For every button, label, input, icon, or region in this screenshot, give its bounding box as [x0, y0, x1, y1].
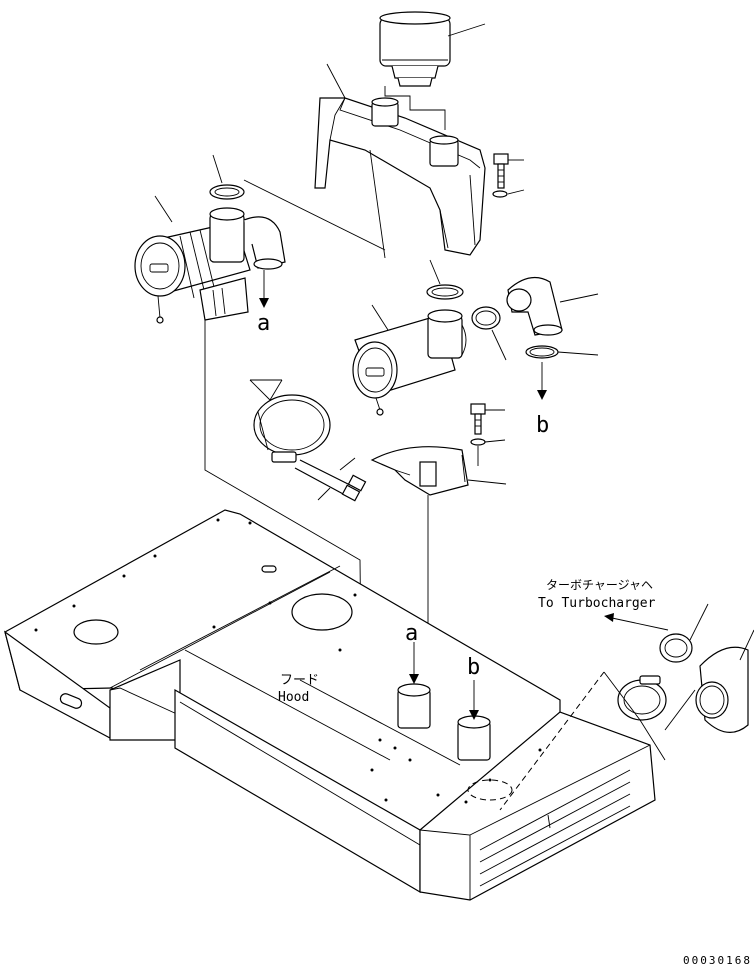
flow-label-a-lower: a: [405, 621, 418, 646]
bolt-washer-upper: [492, 153, 525, 198]
drawing-number: 00030168: [683, 954, 752, 967]
turbo-label-jp: ターボチャージャヘ: [546, 578, 653, 592]
flow-label-b-lower: b: [467, 655, 480, 680]
air-cleaner-middle: [352, 259, 507, 416]
flow-label-a-upper: a: [257, 311, 270, 336]
hood-label-en: Hood: [278, 690, 309, 705]
air-cleaner-upper: a: [134, 154, 386, 741]
elbow-right: b: [506, 276, 599, 438]
turbo-intake: ターボチャージャヘ To Turbocharger: [499, 578, 754, 811]
precleaner-bracket: [314, 63, 486, 259]
hood-label-jp: フード: [280, 673, 319, 688]
turbo-label-en: To Turbocharger: [538, 596, 656, 611]
bolt-washer-middle: [470, 403, 506, 466]
flow-label-b-upper: b: [536, 413, 549, 438]
precleaner-cap: [379, 11, 486, 87]
hood: a b フード Hood: [4, 509, 656, 901]
band-clamp: [249, 379, 367, 502]
